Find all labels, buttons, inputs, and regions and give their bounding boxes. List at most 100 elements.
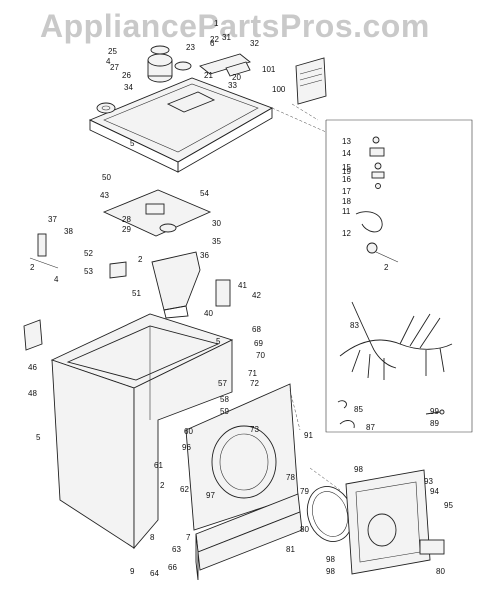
callout-98: 98 [354,465,363,474]
callout-26: 26 [122,71,131,80]
terminal-block-12 [366,242,399,263]
callout-98: 98 [326,567,335,576]
control-bracket [102,189,212,237]
callout-30: 30 [212,219,221,228]
callout-71: 71 [248,369,257,378]
hinge-bracket [29,233,59,269]
callout-63: 63 [172,545,181,554]
callout-40: 40 [204,309,213,318]
callout-89: 89 [430,419,439,428]
inset-box [325,119,473,433]
door-assembly [345,469,445,575]
latch-plate [199,53,251,77]
callout-28: 28 [122,215,131,224]
callout-18: 18 [342,197,351,206]
callout-29: 29 [122,225,131,234]
thermostat-bracket [215,279,231,307]
callout-4: 4 [106,57,111,66]
front-panel [185,383,299,531]
callout-32: 32 [250,39,259,48]
lint-filter [295,57,327,105]
callout-62: 62 [180,485,189,494]
callout-94: 94 [430,487,439,496]
callout-99: 99 [430,407,439,416]
callout-2: 2 [160,481,165,490]
callout-78: 78 [286,473,295,482]
toe-panel [195,493,303,581]
callout-23: 23 [186,43,195,52]
screw-99 [425,409,445,415]
cabinet [50,313,234,550]
assembly-leads [271,103,341,491]
callout-58: 58 [220,395,229,404]
callout-80: 80 [436,567,445,576]
exhaust-duct [151,251,201,319]
callout-83: 83 [350,321,359,330]
callout-64: 64 [150,569,159,578]
callout-27: 27 [110,63,119,72]
wire-lead-11 [355,211,383,233]
callout-87: 87 [366,423,375,432]
callout-46: 46 [28,363,37,372]
callout-69: 69 [254,339,263,348]
callout-22: 22 [210,35,219,44]
callout-53: 53 [84,267,93,276]
callout-96: 96 [182,443,191,452]
callout-66: 66 [168,563,177,572]
callout-60: 60 [184,427,193,436]
callout-19: 19 [342,167,351,176]
callout-48: 48 [28,389,37,398]
callout-9: 9 [130,567,135,576]
callout-91: 91 [304,431,313,440]
callout-12: 12 [342,229,351,238]
callout-8: 8 [150,533,155,542]
callout-68: 68 [252,325,261,334]
small-clip-53 [109,261,127,279]
callout-34: 34 [124,83,133,92]
clip-85 [337,400,347,409]
callout-7: 7 [186,533,191,542]
callout-98: 98 [326,555,335,564]
callout-97: 97 [206,491,215,500]
callout-81: 81 [286,545,295,554]
callout-93: 93 [424,477,433,486]
timer-knob-assembly [147,45,192,83]
callout-2: 2 [138,255,143,264]
bearing-ring [96,102,116,114]
callout-80: 80 [300,525,309,534]
callout-41: 41 [238,281,247,290]
callout-20: 20 [232,73,241,82]
callout-11: 11 [342,207,351,216]
callout-38: 38 [64,227,73,236]
clip-87 [339,420,355,429]
callout-42: 42 [252,291,261,300]
callout-79: 79 [300,487,309,496]
callout-2: 2 [384,263,389,272]
callout-52: 52 [84,249,93,258]
switch-stack [369,136,385,189]
callout-15: 15 [342,163,351,172]
callout-50: 50 [102,173,111,182]
callout-51: 51 [132,289,141,298]
callout-100: 100 [272,85,286,94]
callout-36: 36 [200,251,209,260]
callout-85: 85 [354,405,363,414]
callout-5: 5 [216,337,221,346]
callout-6: 6 [210,39,215,48]
callout-43: 43 [100,191,109,200]
callout-labels: 1245678911121314151617181920212223252627… [28,19,453,578]
callout-59: 59 [220,407,229,416]
callout-5: 5 [130,139,135,148]
callout-5: 5 [36,433,41,442]
callout-101: 101 [262,65,276,74]
callout-37: 37 [48,215,57,224]
callout-4: 4 [54,275,59,284]
callout-35: 35 [212,237,221,246]
small-bracket-46 [23,319,43,351]
callout-21: 21 [204,71,213,80]
callout-2: 2 [30,263,35,272]
callout-61: 61 [154,461,163,470]
callout-70: 70 [256,351,265,360]
